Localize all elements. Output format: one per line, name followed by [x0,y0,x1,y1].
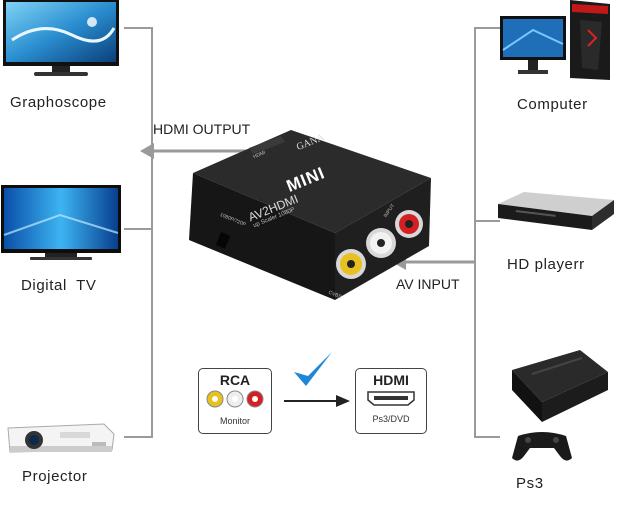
dvd-player-icon [496,190,616,236]
hdmi-port-icon [356,388,426,408]
av2hdmi-converter [185,128,437,308]
computer-label: Computer [517,96,588,113]
right-tick-bottom [474,436,500,438]
digital-tv-icon [0,185,122,261]
left-tick-top [124,27,153,29]
right-connector-line [474,27,476,437]
av-input-label: AV INPUT [396,276,460,292]
hdmi-card-title: HDMI [373,372,409,388]
rca-card-subtitle: Monitor [219,416,250,426]
rca-card-title: RCA [219,372,251,388]
desktop-computer-icon [498,0,618,82]
ps3-label: Ps3 [516,475,544,492]
right-tick-middle [474,220,500,222]
hdmi-output-label: HDMI OUTPUT [153,121,251,137]
left-tick-middle [124,228,153,230]
right-tick-top [474,27,500,29]
projector-label: Projector [22,468,88,485]
digital-tv-label: Digital TV [21,277,97,294]
conversion-arrow [284,393,350,409]
left-connector-line [151,27,153,437]
hdmi-output-arrow [140,140,250,162]
rca-card: RCA Monitor [198,368,272,434]
graphoscope-label: Graphoscope [10,94,107,111]
hdmi-card-subtitle: Ps3/DVD [372,414,410,424]
projector-icon [4,416,116,458]
graphoscope-tv-icon [2,0,120,80]
game-console-icon [502,350,614,468]
hd-player-label: HD playerr [507,256,585,273]
rca-connectors-icon [199,388,271,410]
left-tick-bottom [124,436,153,438]
hdmi-card: HDMI Ps3/DVD [355,368,427,434]
checkmark-icon [292,350,334,390]
